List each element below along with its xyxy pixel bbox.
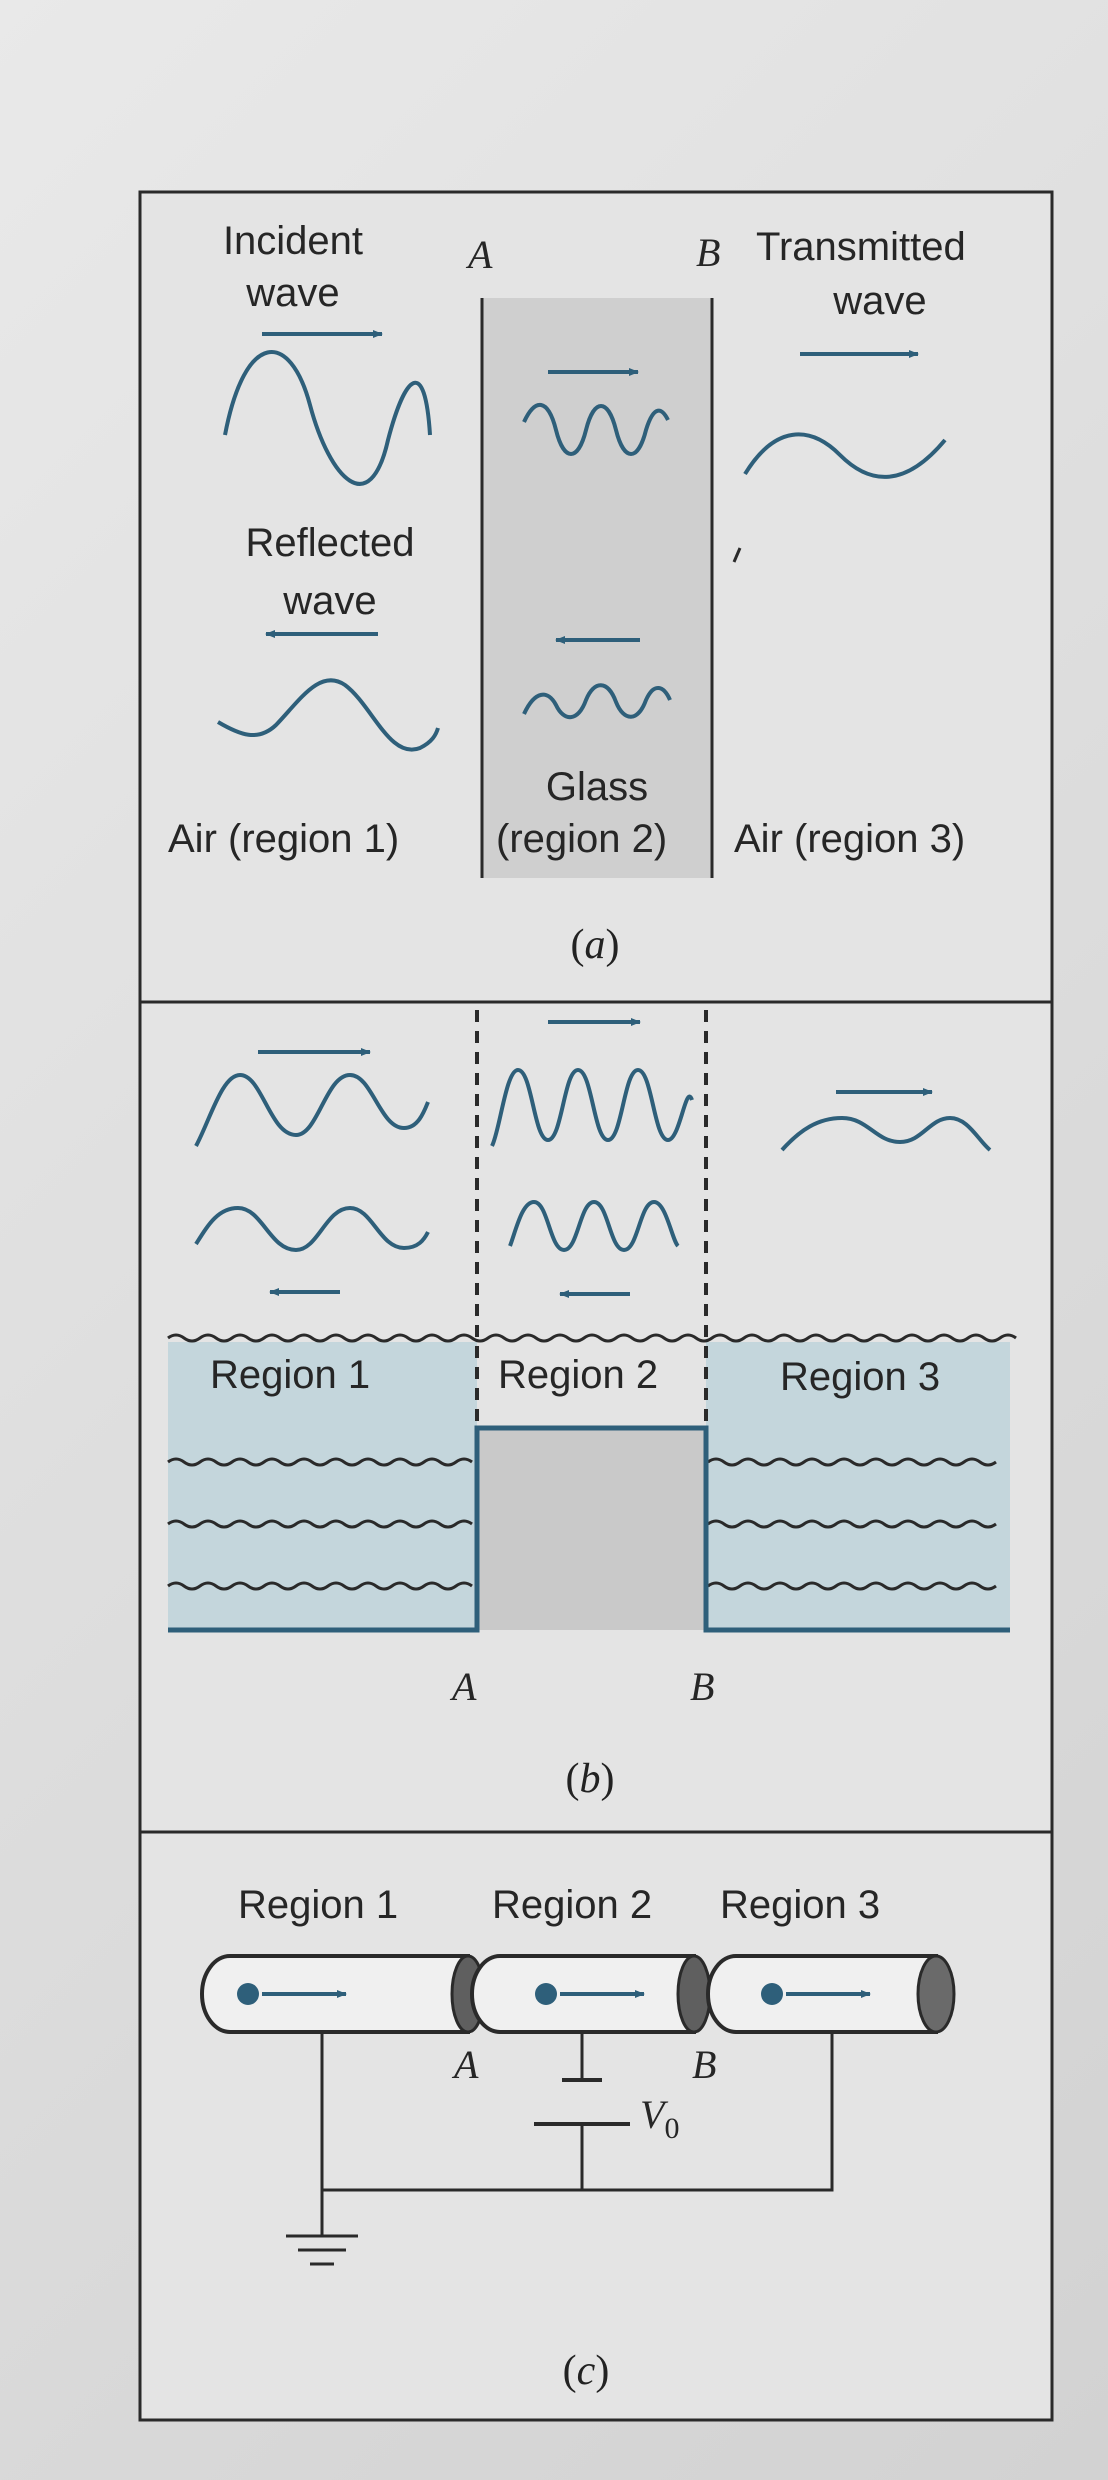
region1-label-c: Region 1 — [238, 1883, 398, 1927]
potential-profile-line — [168, 1425, 1010, 1633]
transmitted-wave-b — [780, 1115, 992, 1152]
barrier-forward-wave — [490, 1067, 694, 1147]
grid-b-label: B — [692, 2042, 716, 2087]
reflected-label-line2: wave — [282, 579, 376, 623]
ground-wire — [320, 2032, 834, 2192]
transmitted-label: Transmitted — [756, 225, 966, 269]
glass-mark — [732, 547, 742, 563]
region2-label-a: (region 2) — [496, 817, 667, 861]
barrier-backward-wave — [508, 1199, 680, 1253]
transmitted-wave — [743, 432, 947, 479]
grid-a-label: A — [451, 2042, 479, 2087]
incident-wave-b — [194, 1072, 430, 1147]
electron-region1 — [237, 1983, 259, 2005]
glass-backward-wave — [522, 683, 672, 720]
region3-label-b: Region 3 — [780, 1355, 940, 1399]
reflected-label: Reflected — [246, 521, 415, 565]
region3-label-c: Region 3 — [720, 1883, 880, 1927]
glass-slab — [482, 298, 712, 878]
reflected-wave-b — [194, 1205, 430, 1253]
water-surface — [167, 1333, 1017, 1343]
boundary-a-label: A — [465, 232, 493, 277]
electron-region3 — [761, 1983, 783, 2005]
ripple-right-2 — [707, 1519, 997, 1529]
reflected-wave — [216, 678, 440, 752]
boundary-b-label-b: B — [690, 1664, 714, 1709]
voltage-label: V0 — [640, 2092, 679, 2145]
caption-a: (a) — [571, 922, 620, 968]
panel-c: Region 1 Region 2 Region 3 A B V0 ( — [200, 1883, 956, 2394]
glass-label: Glass — [546, 765, 648, 809]
panel-b: Region 1 Region 2 Region 3 A B (b) — [167, 1010, 1017, 1802]
ripple-right-1 — [707, 1457, 997, 1467]
panel-a: Incident wave A B Transmitted wave Refle… — [168, 219, 966, 968]
caption-b: (b) — [566, 1756, 615, 1802]
region1-label-a: Air (region 1) — [168, 817, 399, 861]
caption-c: (c) — [563, 2348, 610, 2394]
tube-region3-end — [916, 1954, 956, 2034]
region2-label-b: Region 2 — [498, 1353, 658, 1397]
incident-label: Incident — [223, 219, 363, 263]
electron-region2 — [535, 1983, 557, 2005]
barrier-block — [477, 1428, 706, 1630]
transmitted-label-line2: wave — [832, 279, 926, 323]
region2-label-c: Region 2 — [492, 1883, 652, 1927]
ripple-right-3 — [707, 1581, 997, 1591]
glass-forward-wave — [522, 402, 670, 456]
ripple-left-1 — [167, 1457, 473, 1467]
boundary-a-label-b: A — [449, 1664, 477, 1709]
incident-label-line2: wave — [245, 271, 339, 315]
ripple-left-2 — [167, 1519, 473, 1529]
incident-wave — [223, 350, 432, 486]
region3-label-a: Air (region 3) — [734, 817, 965, 861]
region1-label-b: Region 1 — [210, 1353, 370, 1397]
boundary-b-label: B — [696, 230, 720, 275]
tube-region2-end — [676, 1954, 712, 2034]
ripple-left-3 — [167, 1581, 473, 1591]
